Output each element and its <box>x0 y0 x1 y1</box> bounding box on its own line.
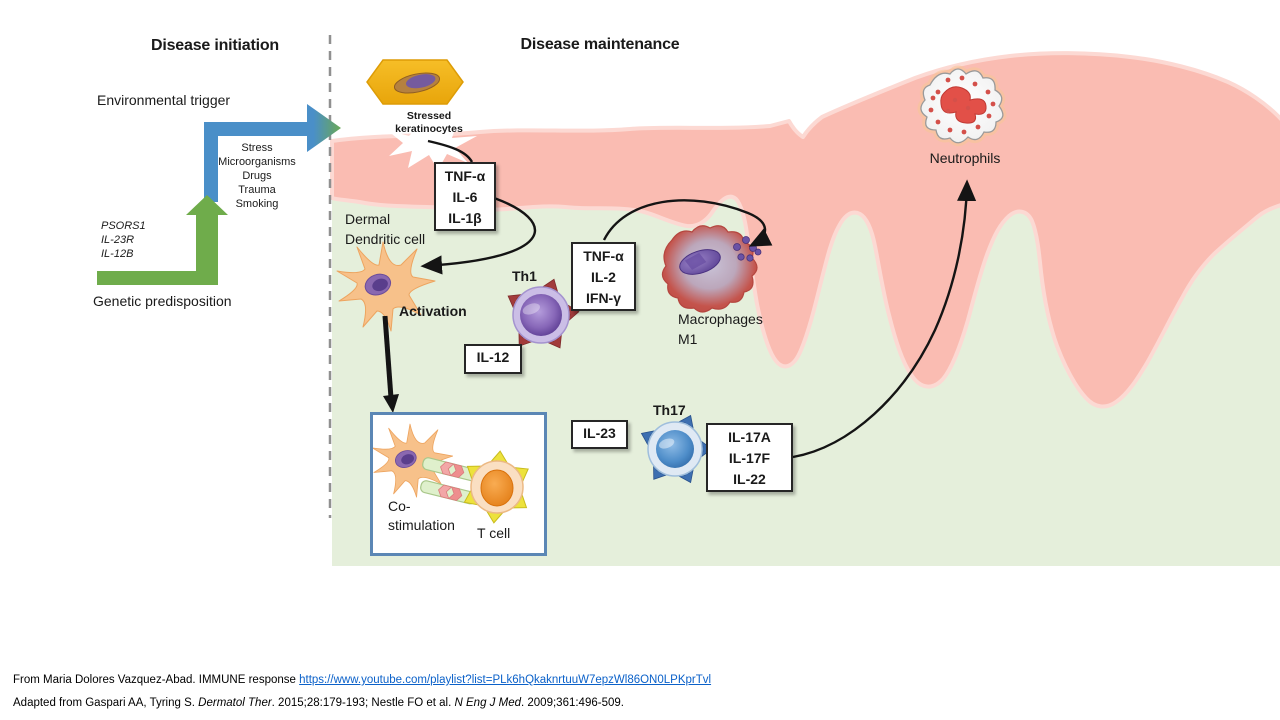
dermal-line1: Dermal <box>345 211 391 227</box>
footer-line1: From Maria Dolores Vazquez-Abad. IMMUNE … <box>13 674 711 686</box>
il12-box: IL-12 <box>464 344 522 374</box>
environmental-trigger-label: Environmental trigger <box>97 92 231 108</box>
activation-label: Activation <box>399 303 467 319</box>
gene-item: IL-12B <box>101 248 134 260</box>
costim-line1: Co- <box>388 498 411 514</box>
costim-receptor-icon <box>420 457 479 505</box>
arrow-cytokines-to-macrophage <box>602 199 773 247</box>
footer-journal-1: Dermatol Ther <box>198 697 272 709</box>
footer-line2: Adapted from Gaspari AA, Tyring S. Derma… <box>13 697 624 709</box>
arrow-activation <box>382 315 399 413</box>
stressed-keratinocytes-label: Stressed keratinocytes <box>385 110 473 136</box>
disease-maintenance-title: Disease maintenance <box>520 36 680 53</box>
trigger-item: Drugs <box>242 170 272 182</box>
genetic-arrow-icon <box>97 195 228 285</box>
trigger-item: Microorganisms <box>218 156 296 168</box>
footer-credit-text: From Maria Dolores Vazquez-Abad. IMMUNE … <box>13 674 300 686</box>
th1-label: Th1 <box>512 268 537 284</box>
footer-citation-text: Adapted from Gaspari AA, Tyring S. <box>13 697 199 709</box>
il23-box: IL-23 <box>571 420 628 449</box>
disease-initiation-title: Disease initiation <box>151 37 279 54</box>
costim-line2: stimulation <box>388 517 455 533</box>
trigger-item: Trauma <box>238 184 276 196</box>
keratinocyte-icon <box>366 59 464 105</box>
cytokine-line: IL-17A <box>728 429 771 445</box>
cytokine-line: IL-6 <box>452 189 478 205</box>
arrow-cytokines-to-dendritic <box>420 196 536 275</box>
gene-item: IL-23R <box>101 234 135 246</box>
th17-label: Th17 <box>653 402 686 418</box>
stressed-line1: Stressed <box>406 110 452 122</box>
macrophage-icon <box>661 225 762 313</box>
cytokine-line: IL-17F <box>728 450 771 466</box>
costimulation-box: Co- stimulation T cell <box>370 412 547 556</box>
th17-cell-icon <box>640 414 713 484</box>
trigger-list: Stress Microorganisms Drugs Trauma Smoki… <box>197 141 317 211</box>
environmental-trigger-arrow-icon <box>204 104 341 202</box>
youtube-playlist-link[interactable]: https://www.youtube.com/playlist?list=PL… <box>299 674 712 686</box>
gene-item: PSORS1 <box>101 220 146 232</box>
arrow-il17-to-neutrophils <box>792 179 977 459</box>
tcell-icon <box>463 450 529 524</box>
cytokine-line: TNF-α <box>444 168 486 184</box>
trigger-item: Stress <box>241 142 273 154</box>
cytokine-line: IFN-γ <box>586 290 621 306</box>
gene-list: PSORS1 IL-23R IL-12B <box>101 219 146 261</box>
genetic-predisposition-label: Genetic predisposition <box>93 293 232 309</box>
cytokine-line: TNF-α <box>583 248 624 264</box>
footer-journal-2: N Eng J Med <box>454 697 521 709</box>
dermal-line2: Dendritic cell <box>345 231 426 247</box>
arrow-keratinocyte-to-cytokines <box>427 139 474 163</box>
neutrophils-label: Neutrophils <box>929 150 1001 166</box>
cytokine-line: IL-2 <box>591 269 616 285</box>
footer-citation-text: . 2015;28:179-193; Nestle FO et al. <box>271 697 455 709</box>
skin-epidermis <box>330 51 1280 409</box>
th17-cytokines-box: IL-17A IL-17F IL-22 <box>706 423 793 492</box>
dermal-dendritic-label: Dermal Dendritic cell <box>345 209 425 249</box>
keratinocyte-cytokines-box: TNF-α IL-6 IL-1β <box>434 162 496 231</box>
macrophages-label: Macrophages M1 <box>678 309 763 349</box>
stressed-line2: keratinocytes <box>395 123 463 135</box>
th1-cell-icon <box>507 278 580 349</box>
costimulation-artwork <box>373 423 529 524</box>
macrophages-line2: M1 <box>678 331 698 347</box>
th1-cytokines-box: TNF-α IL-2 IFN-γ <box>571 242 636 311</box>
costim-label: Co- stimulation <box>388 497 455 535</box>
cytokine-line: IL-1β <box>448 210 482 226</box>
trigger-item: Smoking <box>235 198 279 210</box>
cytokine-line: IL-22 <box>733 471 766 487</box>
macrophages-line1: Macrophages <box>678 311 763 327</box>
neutrophil-icon <box>917 65 1007 147</box>
footer-citation-text: . 2009;361:496-509. <box>521 697 624 709</box>
tcell-label: T cell <box>477 525 511 541</box>
